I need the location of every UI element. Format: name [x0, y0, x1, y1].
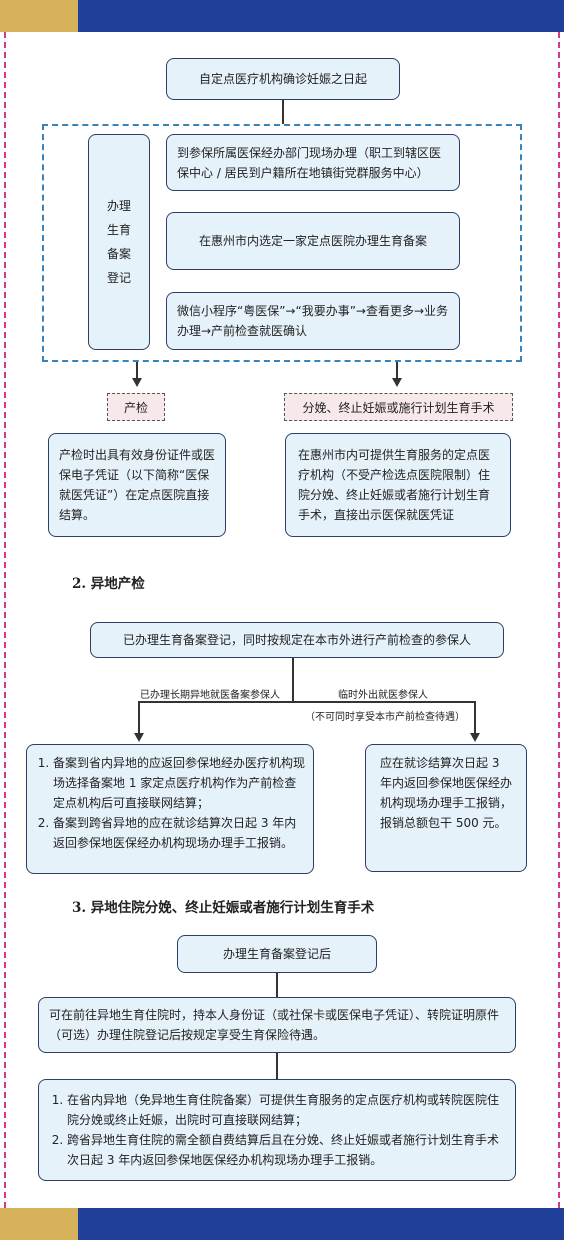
section2-branch-bar [138, 701, 476, 703]
section2-stem [292, 658, 294, 702]
top-band-blue [78, 0, 564, 32]
section2-right-text: 应在就诊结算次日起 3 年内返回参保地医保经办机构现场办理手工报销，报销总额包干… [380, 756, 513, 830]
list-item: 跨省异地生育住院的需全额自费结算后且在分娩、终止妊娠或者施行计划生育手术次日起 … [67, 1130, 505, 1170]
section3-connector-1 [276, 973, 278, 997]
arrow-head-right [392, 378, 402, 387]
option-box-3: 微信小程序“粤医保”→“我要办事”→查看更多→业务办理→产前检查就医确认 [166, 292, 460, 350]
section2-left-label: 已办理长期异地就医备案参保人 [140, 690, 280, 701]
section2-heading: 2. 异地产检 [72, 576, 145, 592]
top-band-gold [0, 0, 78, 32]
prenatal-text-box: 产检时出具有效身份证件或医保电子凭证（以下简称“医保就医凭证”）在定点医院直接结… [48, 433, 226, 537]
section3-middle-box: 可在前往异地生育住院时，持本人身份证（或社保卡或医保电子凭证）、转院证明原件（可… [38, 997, 516, 1053]
section2-left-drop [138, 701, 140, 735]
section3-start-box: 办理生育备案登记后 [177, 935, 377, 973]
option-text-2: 在惠州市内选定一家定点医院办理生育备案 [198, 234, 427, 248]
registration-frame [42, 124, 522, 362]
section2-start-box: 已办理生育备案登记，同时按规定在本市外进行产前检查的参保人 [90, 622, 504, 658]
section3-start-text: 办理生育备案登记后 [222, 947, 331, 961]
start-text: 自定点医疗机构确诊妊娠之日起 [198, 72, 367, 86]
list-item: 在省内异地（免异地生育住院备案）可提供生育服务的定点医疗机构或转院医院住院分娩或… [67, 1090, 505, 1130]
section2-right-box: 应在就诊结算次日起 3 年内返回参保地医保经办机构现场办理手工报销，报销总额包干… [365, 744, 527, 872]
start-box: 自定点医疗机构确诊妊娠之日起 [166, 58, 400, 100]
page-border [4, 32, 560, 1208]
section2-right-arrow [470, 733, 480, 742]
section2-right-note: （不可同时享受本市产前检查待遇） [305, 712, 465, 723]
list-item: 备案到跨省异地的应在就诊结算次日起 3 年内返回参保地医保经办机构现场办理手工报… [53, 813, 305, 853]
section2-left-arrow [134, 733, 144, 742]
list-item: 备案到省内异地的应返回参保地经办医疗机构现场选择备案地 1 家定点医疗机构作为产… [53, 753, 305, 813]
section3-connector-2 [276, 1053, 278, 1079]
section2-right-label: 临时外出就医参保人 [338, 690, 428, 701]
delivery-label: 分娩、终止妊娠或施行计划生育手术 [302, 400, 495, 415]
arrow-head-left [132, 378, 142, 387]
prenatal-label: 产检 [123, 400, 148, 415]
registration-label: 办理生育备案登记 [106, 199, 131, 285]
section3-bottom-box: 在省内异地（免异地生育住院备案）可提供生育服务的定点医疗机构或转院医院住院分娩或… [38, 1079, 516, 1181]
delivery-text-box: 在惠州市内可提供生育服务的定点医疗机构（不受产检选点医院限制）住院分娩、终止妊娠… [285, 433, 511, 537]
option-text-3: 微信小程序“粤医保”→“我要办事”→查看更多→业务办理→产前检查就医确认 [177, 304, 449, 338]
section2-right-drop [474, 701, 476, 735]
section3-heading: 3. 异地住院分娩、终止妊娠或者施行计划生育手术 [72, 900, 375, 916]
delivery-text: 在惠州市内可提供生育服务的定点医疗机构（不受产检选点医院限制）住院分娩、终止妊娠… [298, 448, 491, 522]
option-text-1: 到参保所属医保经办部门现场办理（职工到辖区医保中心 / 居民到户籍所在地镇街党群… [177, 145, 442, 180]
arrow-line-right [396, 362, 398, 380]
prenatal-text: 产检时出具有效身份证件或医保电子凭证（以下简称“医保就医凭证”）在定点医院直接结… [59, 448, 216, 522]
delivery-label-box: 分娩、终止妊娠或施行计划生育手术 [284, 393, 513, 421]
section3-list: 在省内异地（免异地生育住院备案）可提供生育服务的定点医疗机构或转院医院住院分娩或… [49, 1090, 505, 1170]
section2-start-text: 已办理生育备案登记，同时按规定在本市外进行产前检查的参保人 [122, 633, 471, 647]
section3-middle-text: 可在前往异地生育住院时，持本人身份证（或社保卡或医保电子凭证）、转院证明原件（可… [49, 1008, 500, 1042]
option-box-1: 到参保所属医保经办部门现场办理（职工到辖区医保中心 / 居民到户籍所在地镇街党群… [166, 134, 460, 191]
bottom-band-gold [0, 1208, 78, 1240]
section2-left-list: 备案到省内异地的应返回参保地经办医疗机构现场选择备案地 1 家定点医疗机构作为产… [35, 753, 305, 853]
prenatal-label-box: 产检 [107, 393, 165, 421]
bottom-band-blue [78, 1208, 564, 1240]
arrow-line-left [136, 362, 138, 380]
section2-left-box: 备案到省内异地的应返回参保地经办医疗机构现场选择备案地 1 家定点医疗机构作为产… [26, 744, 314, 874]
option-box-2: 在惠州市内选定一家定点医院办理生育备案 [166, 212, 460, 270]
registration-label-box: 办理生育备案登记 [88, 134, 150, 350]
connector-line [282, 100, 284, 124]
